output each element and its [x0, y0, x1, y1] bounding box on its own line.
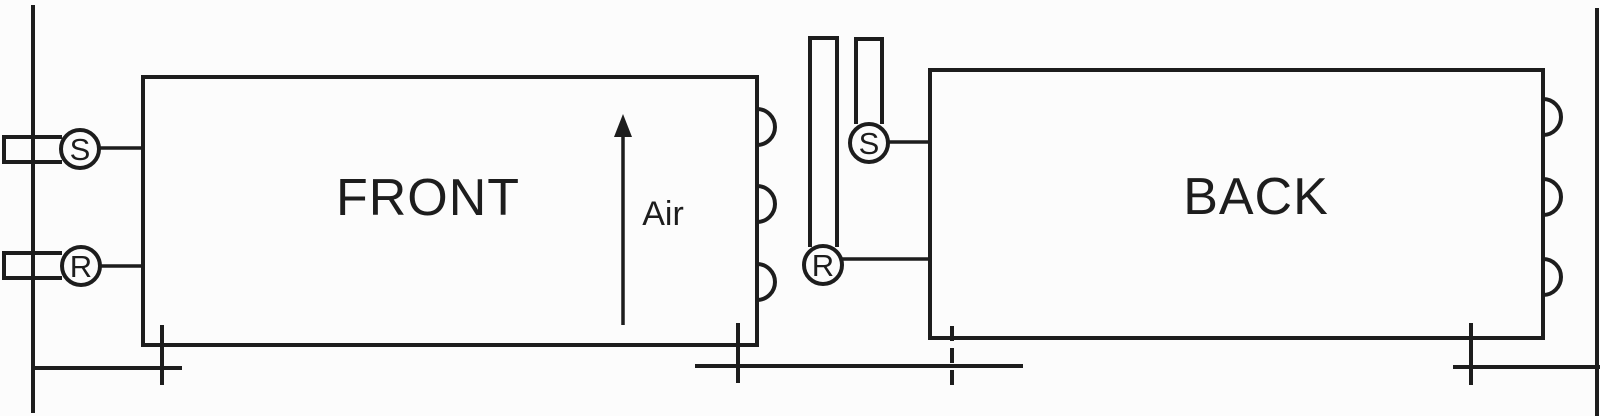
- front-return-pipe: [2, 251, 62, 280]
- back-coil-label: BACK: [1183, 168, 1329, 226]
- back-return-riser-pipe: [808, 36, 839, 247]
- back-supply-port-label: S: [859, 126, 880, 161]
- back-tube-bend-3: [1542, 257, 1563, 297]
- back-tube-bend-1: [1542, 97, 1563, 137]
- air-label: Air: [642, 195, 684, 233]
- back-tube-bend-2: [1542, 177, 1563, 217]
- back-return-port: [802, 244, 844, 286]
- back-coil-box: [928, 68, 1545, 340]
- front-tube-bend-3: [756, 262, 777, 302]
- front-tube-bend-1: [756, 107, 777, 147]
- back-return-port-label: R: [812, 248, 834, 283]
- air-arrow-head: [614, 114, 632, 137]
- front-coil-label: FRONT: [336, 169, 520, 227]
- front-return-port-label: R: [70, 249, 92, 284]
- back-supply-riser-pipe: [854, 37, 884, 124]
- back-supply-port: [848, 122, 890, 164]
- front-coil-box: [141, 75, 759, 347]
- front-supply-port-label: S: [70, 132, 91, 167]
- front-supply-port: [59, 128, 101, 170]
- front-return-port: [60, 245, 102, 287]
- front-supply-pipe: [2, 135, 62, 164]
- front-tube-bend-2: [756, 184, 777, 224]
